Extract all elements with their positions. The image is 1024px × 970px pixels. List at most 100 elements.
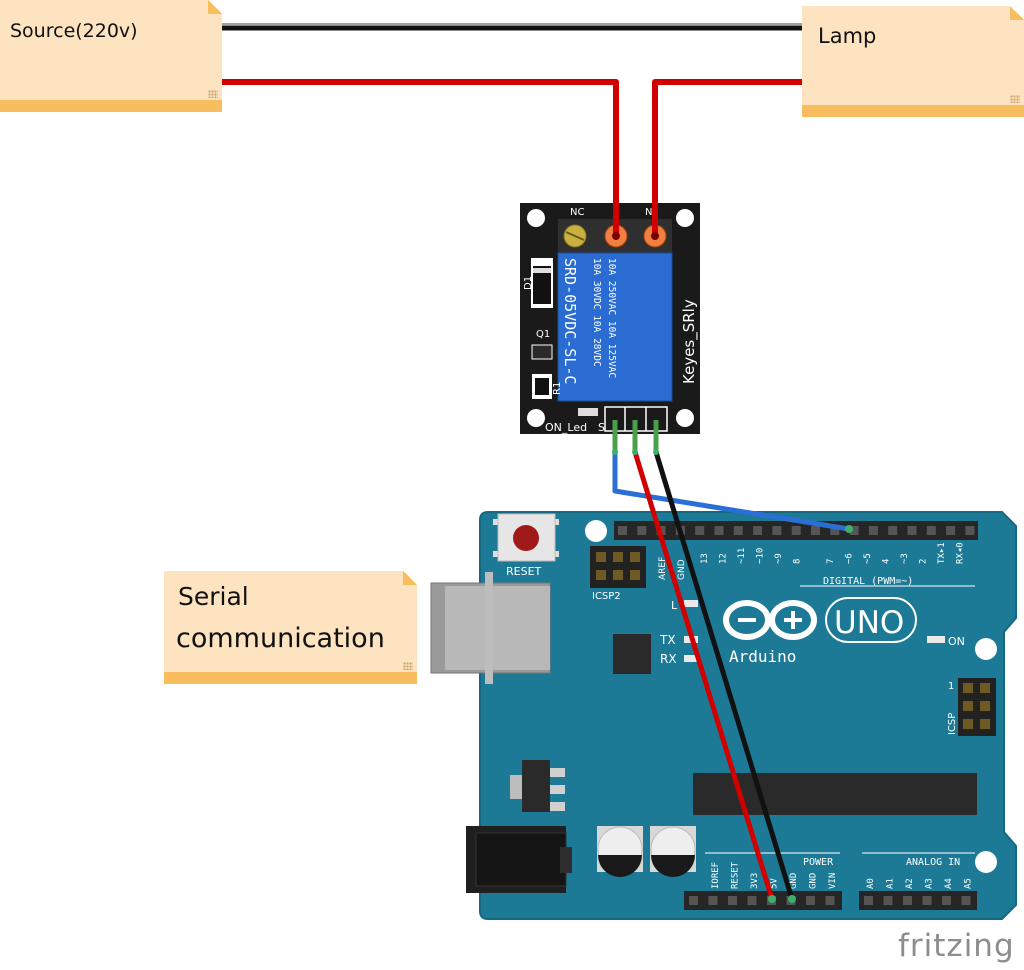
digital-header-pin xyxy=(849,526,859,535)
digital-pin-label: ~6 xyxy=(845,553,855,564)
tx-label: TX xyxy=(659,633,676,647)
analog-pin-label: A2 xyxy=(905,878,915,889)
rx-label: RX xyxy=(660,652,677,666)
dc-power-jack xyxy=(466,826,572,893)
digital-header-pin xyxy=(714,526,724,535)
relay-module: NC N SRD-05VDC-SL-C 10A 250VAC 10A 125VA… xyxy=(520,203,700,434)
l-led xyxy=(684,600,698,607)
reset-label: RESET xyxy=(506,565,542,578)
digital-header-pin xyxy=(637,526,647,535)
reset-button xyxy=(493,513,559,562)
digital-pin-label: 13 xyxy=(700,553,710,564)
q1-transistor xyxy=(531,344,553,360)
relay-no-label: N xyxy=(645,207,652,218)
digital-header-pin xyxy=(965,526,975,535)
capacitor-right xyxy=(650,826,696,877)
note-lamp-text: Lamp xyxy=(818,24,877,48)
power-pin-label: VIN xyxy=(828,873,838,889)
digital-header-pin xyxy=(907,526,917,535)
digital-header-pin xyxy=(926,526,936,535)
relay-on-led-label: ON_Led xyxy=(545,421,587,434)
analog-header-pin xyxy=(961,896,971,905)
digital-pin-label: ~9 xyxy=(774,553,784,564)
relay-brand: Keyes_SRly xyxy=(680,299,699,384)
on-led xyxy=(927,636,945,643)
analog-pin-label: A0 xyxy=(866,878,876,889)
digital-header-pin xyxy=(868,526,878,535)
icsp-pin-one: 1 xyxy=(948,681,954,692)
digital-pin-label: TX▸1 xyxy=(937,542,947,564)
gnd-top-label: GND xyxy=(677,559,687,580)
uno-badge xyxy=(825,597,917,643)
analog-header-pin xyxy=(883,896,893,905)
digital-pin-label: ~11 xyxy=(737,548,747,564)
rx-led xyxy=(684,655,698,662)
d1-label: D1 xyxy=(523,276,534,290)
usb-chip xyxy=(613,634,651,674)
fritzing-logo: fritzing xyxy=(898,928,1015,964)
power-header-pin xyxy=(825,896,835,905)
l-led-label: L xyxy=(671,599,678,612)
on-label: ON xyxy=(948,635,965,648)
note-serial-line2: communication xyxy=(176,623,385,654)
wires xyxy=(222,23,853,903)
digital-header-pin xyxy=(888,526,898,535)
relay-rating-dc: 10A 30VDC 10A 28VDC xyxy=(591,258,602,367)
analog-pin-label: A5 xyxy=(964,878,974,889)
capacitor-left xyxy=(597,826,643,877)
power-pin-label: 5V xyxy=(770,878,780,889)
analog-label: ANALOG IN xyxy=(906,857,960,868)
digital-header-pin xyxy=(772,526,782,535)
note-source: Source(220v) xyxy=(0,0,222,112)
power-pin-label: 3V3 xyxy=(750,873,760,889)
digital-pin-label: ~5 xyxy=(863,553,873,564)
relay-part: SRD-05VDC-SL-C xyxy=(561,258,579,384)
analog-pin-label: A4 xyxy=(944,878,954,889)
digital-header-pin xyxy=(695,526,705,535)
power-header-pin xyxy=(806,896,815,905)
digital-pin-label: ~10 xyxy=(756,548,766,564)
analog-pin-label: A1 xyxy=(886,878,896,889)
arduino-uno-board: RESET ICSP2 L TX RX xyxy=(430,511,1017,920)
digital-pin-label: RX◂0 xyxy=(956,542,966,564)
q1-label: Q1 xyxy=(536,329,550,340)
digital-header-pin xyxy=(830,526,840,535)
power-pin-label: RESET xyxy=(731,861,741,889)
digital-header-pin xyxy=(811,526,820,535)
relay-coil xyxy=(557,252,673,402)
digital-header-pin xyxy=(791,526,801,535)
relay-s-label: S xyxy=(598,421,605,434)
digital-label: DIGITAL (PWM=~) xyxy=(823,576,913,587)
note-source-text: Source(220v) xyxy=(10,20,138,42)
note-lamp: Lamp xyxy=(802,6,1024,117)
relay-rating-ac: 10A 250VAC 10A 125VAC xyxy=(606,258,617,378)
digital-pin-label: 12 xyxy=(719,553,729,564)
relay-on-led xyxy=(578,408,598,416)
wire-gnd xyxy=(653,451,795,900)
digital-pin-label: 2 xyxy=(919,559,929,564)
wire-ac-live-out xyxy=(652,79,802,236)
usb-connector xyxy=(430,572,551,684)
power-pin-label: IOREF xyxy=(711,862,721,889)
power-label: POWER xyxy=(803,857,834,868)
power-header xyxy=(684,891,842,910)
wire-ac-live-in xyxy=(222,79,619,236)
analog-header-pin xyxy=(922,896,932,905)
power-pin-label: GND xyxy=(789,873,799,889)
aref-label: AREF xyxy=(658,557,668,580)
digital-pin-label: 8 xyxy=(793,559,803,564)
r1-label: R1 xyxy=(552,382,563,395)
uno-label: UNO xyxy=(834,605,904,641)
digital-header-pin xyxy=(753,526,763,535)
note-serial: Serial communication xyxy=(164,571,417,684)
digital-pin-label: 7 xyxy=(826,559,836,564)
wire-signal-pin6 xyxy=(612,452,850,532)
digital-header-pin xyxy=(733,526,743,535)
analog-header-pin xyxy=(903,896,912,905)
power-header-pin xyxy=(689,896,698,905)
note-serial-line1: Serial xyxy=(178,582,249,611)
digital-pin-label: ~3 xyxy=(900,553,910,564)
icsp2-label: ICSP2 xyxy=(592,591,621,602)
